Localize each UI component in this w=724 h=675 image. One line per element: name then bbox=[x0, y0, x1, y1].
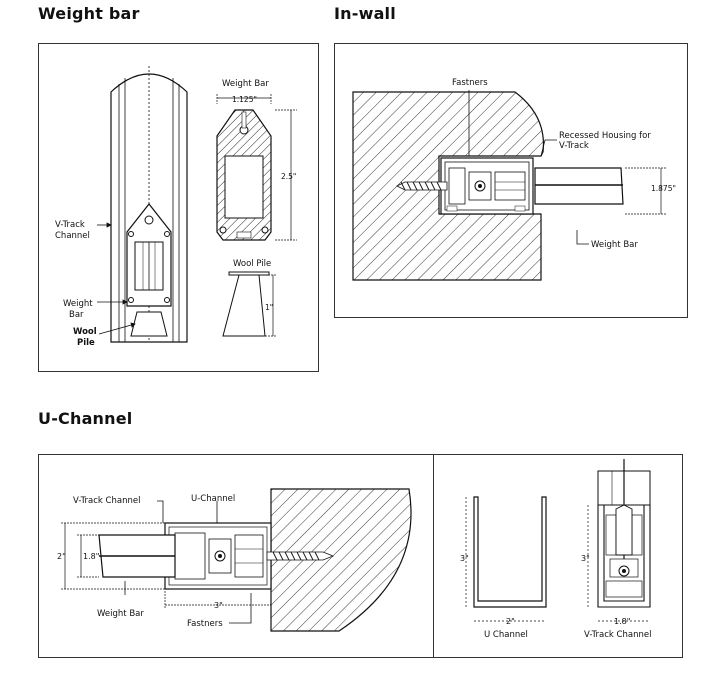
u-channel-profile-height-label: 3" bbox=[460, 554, 469, 563]
wool-pile-shape bbox=[130, 311, 168, 337]
v-track-profile-height-label: 3" bbox=[581, 554, 590, 563]
weight-bar-in-rail bbox=[126, 203, 172, 307]
u-channel-label: U-Channel bbox=[191, 494, 235, 504]
in-wall-diagram: 1.875" Fastners Recessed Housing for V-T… bbox=[352, 78, 676, 281]
u-channel-weight-bar bbox=[98, 534, 176, 578]
v-track-channel-profile bbox=[597, 459, 651, 608]
in-wall-panel: 1.875" Fastners Recessed Housing for V-T… bbox=[334, 43, 688, 318]
u-channel-panel-right: 3" 2" U Channel 3" 1.8" V-Track Channel bbox=[433, 454, 683, 658]
u-channel-height-dimensions bbox=[61, 522, 165, 590]
u-channel-v-track-label: V-Track Channel bbox=[73, 496, 140, 506]
wool-pile-height-label: 1" bbox=[265, 303, 273, 312]
recessed-label-2: V-Track bbox=[559, 141, 589, 151]
weight-bar-label-2: Bar bbox=[69, 310, 84, 320]
profile-width-dimension bbox=[216, 94, 272, 104]
in-wall-height-dimension bbox=[625, 167, 667, 215]
section-title-in-wall: In-wall bbox=[334, 4, 396, 23]
profile-width-label: 1.125" bbox=[232, 95, 257, 104]
u-channel-profile bbox=[473, 496, 547, 608]
u-channel-inner-height-label: 1.8" bbox=[83, 552, 99, 561]
wool-pile-label-1: Wool bbox=[73, 327, 97, 337]
wool-pile-title: Wool Pile bbox=[233, 259, 271, 269]
u-channel-install-diagram: 2" 1.8" 3" V-Track Channel U-Channel Wei… bbox=[57, 488, 412, 632]
fastners-label: Fastners bbox=[452, 78, 488, 88]
recessed-label-1: Recessed Housing for bbox=[559, 131, 651, 141]
in-wall-leaders bbox=[468, 90, 589, 245]
v-track-label-2: Channel bbox=[55, 231, 90, 241]
profile-height-label: 2.5" bbox=[281, 172, 296, 181]
profile-height-dimension bbox=[275, 109, 297, 241]
weight-bar-profile bbox=[216, 109, 272, 241]
in-wall-weight-bar bbox=[534, 167, 624, 205]
in-wall-weight-bar-label: Weight Bar bbox=[591, 240, 638, 250]
v-track-profile-width-label: 1.8" bbox=[614, 617, 630, 626]
in-wall-height-label: 1.875" bbox=[651, 184, 676, 193]
u-channel-outer-height-label: 2" bbox=[57, 552, 66, 561]
weight-bar-panel: V-Track Channel Weight Bar Wool Pile Wei… bbox=[38, 43, 319, 372]
weight-bar-leaders bbox=[97, 222, 136, 335]
weight-bar-label-1: Weight bbox=[63, 299, 93, 309]
v-track-profile-caption: V-Track Channel bbox=[584, 630, 651, 640]
u-channel-weight-bar-label: Weight Bar bbox=[97, 609, 144, 619]
u-channel-profile-caption: U Channel bbox=[484, 630, 528, 640]
u-channel-profile-width-label: 2" bbox=[506, 617, 515, 626]
v-track-label-1: V-Track bbox=[55, 220, 85, 230]
u-channel-wall bbox=[270, 488, 412, 632]
u-channel-screw bbox=[266, 551, 335, 561]
v-track-housing bbox=[440, 157, 534, 215]
u-channel-body bbox=[164, 522, 272, 590]
u-channel-profiles-diagram: 3" 2" U Channel 3" 1.8" V-Track Channel bbox=[460, 459, 651, 640]
section-title-u-channel: U-Channel bbox=[38, 409, 133, 428]
wool-pile-height-dimension bbox=[265, 274, 277, 337]
section-title-weight-bar: Weight bar bbox=[38, 4, 140, 23]
u-channel-panel-left: 2" 1.8" 3" V-Track Channel U-Channel Wei… bbox=[38, 454, 434, 658]
fastener-screw bbox=[396, 181, 448, 191]
u-channel-fastners-label: Fastners bbox=[187, 619, 223, 629]
profile-title: Weight Bar bbox=[222, 79, 269, 89]
weight-bar-diagram: V-Track Channel Weight Bar Wool Pile Wei… bbox=[55, 66, 297, 348]
u-channel-width-label: 3" bbox=[214, 601, 223, 610]
wool-pile-label-2: Pile bbox=[77, 338, 95, 348]
u-channel-width-dimension bbox=[164, 591, 272, 609]
u-channel-leaders bbox=[124, 500, 252, 624]
wool-pile-profile bbox=[222, 271, 270, 337]
